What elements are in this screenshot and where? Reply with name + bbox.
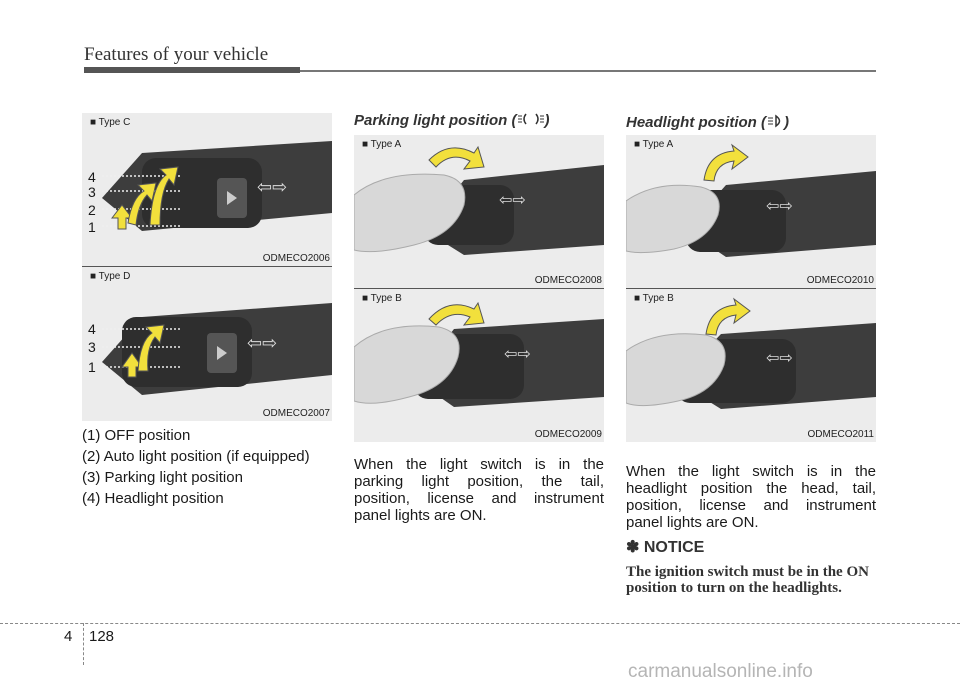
chapter-number: 4 (64, 628, 73, 645)
figure-code: ODMECO2011 (807, 429, 874, 440)
figure-headlight-type-a: ⇦⇨ ■ Type A ODMECO2010 (626, 135, 876, 288)
hand-switch-illustration: ⇦⇨ (354, 301, 604, 407)
figure-divider (626, 288, 876, 289)
type-label: ■ Type A (634, 139, 674, 150)
svg-text:⇦⇨: ⇦⇨ (257, 177, 287, 198)
position-item-off: (1) OFF position (82, 427, 191, 444)
position-item-parking: (3) Parking light position (82, 469, 243, 486)
position-number-4: 4 (88, 321, 96, 337)
figure-code: ODMECO2007 (262, 408, 330, 419)
type-label: ■ Type B (634, 293, 674, 304)
type-label: ■ Type D (90, 271, 131, 282)
type-label: ■ Type A (362, 139, 402, 150)
type-label: ■ Type B (362, 293, 402, 304)
svg-text:⇦⇨: ⇦⇨ (766, 348, 793, 367)
hand-switch-illustration: ⇦⇨ (626, 297, 876, 409)
figure-code: ODMECO2008 (534, 275, 602, 286)
figure-divider (354, 288, 604, 289)
figure-parking-type-b: ⇦⇨ ■ Type B ODMECO2009 (354, 289, 604, 442)
position-number-2: 2 (88, 202, 96, 218)
type-label: ■ Type C (90, 117, 131, 128)
notice-text: The ignition switch must be in the ON po… (626, 564, 869, 596)
figure-type-c: ⇦⇨ ■ Type C 4 3 2 1 ODMECO2006 (82, 113, 332, 266)
figure-type-d: ⇦⇨ ■ Type D 4 3 1 ODMECO2007 (82, 267, 332, 421)
figure-code: ODMECO2006 (262, 253, 330, 264)
svg-text:⇦⇨: ⇦⇨ (504, 344, 531, 363)
figure-headlight-type-b: ⇦⇨ ■ Type B ODMECO2011 (626, 289, 876, 442)
switch-illustration: ⇦⇨ (102, 141, 332, 231)
watermark: carmanualsonline.info (628, 661, 813, 682)
headlight-description: When the light switch is in the headligh… (626, 463, 876, 531)
switch-illustration: ⇦⇨ (102, 303, 332, 395)
figure-parking-type-a: ⇦⇨ ■ Type A ODMECO2008 (354, 135, 604, 288)
hand-switch-illustration: ⇦⇨ (354, 145, 604, 255)
figure-divider (82, 266, 332, 267)
position-number-1: 1 (88, 359, 96, 375)
header-rule (300, 70, 876, 72)
footer-rule (0, 623, 960, 624)
parking-description: When the light switch is in the parking … (354, 456, 604, 524)
position-number-3: 3 (88, 339, 96, 355)
position-number-4: 4 (88, 169, 96, 185)
headlight-section-title: Headlight position ( ) (626, 114, 789, 131)
parking-light-icon (517, 113, 544, 125)
svg-text:⇦⇨: ⇦⇨ (499, 190, 526, 209)
header-title: Features of your vehicle (84, 44, 269, 65)
position-list: (1) OFF position (2) Auto light position… (82, 425, 310, 509)
position-number-3: 3 (88, 184, 96, 200)
footer-divider (83, 623, 84, 665)
header-bar (84, 67, 300, 73)
headlight-icon (768, 114, 781, 128)
svg-text:⇦⇨: ⇦⇨ (766, 196, 793, 215)
position-item-auto: (2) Auto light position (if equipped) (82, 448, 310, 465)
figure-code: ODMECO2010 (806, 275, 874, 286)
position-number-1: 1 (88, 219, 96, 235)
page-number: 128 (89, 628, 115, 645)
figure-code: ODMECO2009 (534, 429, 602, 440)
hand-switch-illustration: ⇦⇨ (626, 143, 876, 257)
svg-text:⇦⇨: ⇦⇨ (247, 333, 277, 354)
notice-title: ✽ NOTICE (626, 539, 705, 556)
parking-section-title: Parking light position ( ) (354, 112, 550, 129)
position-item-headlight: (4) Headlight position (82, 490, 224, 507)
